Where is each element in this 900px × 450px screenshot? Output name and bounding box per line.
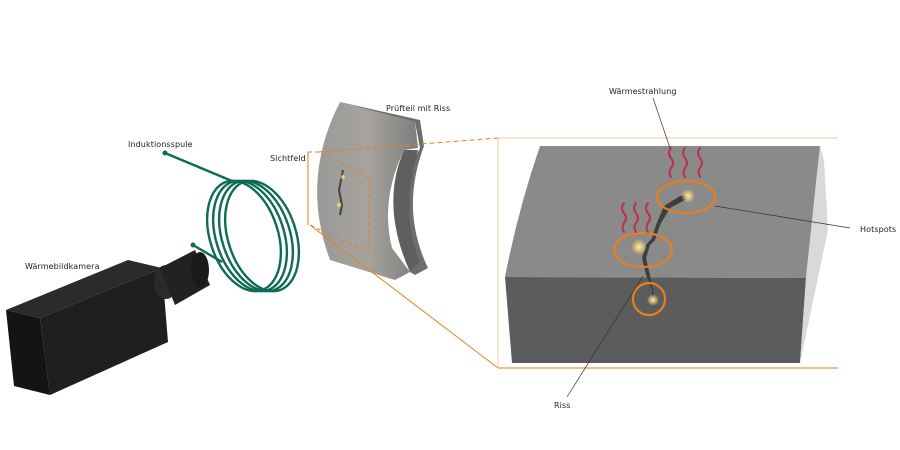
- camera-body-side: [40, 268, 168, 395]
- camera-body-top: [6, 260, 162, 318]
- leader-lines: [566, 97, 851, 398]
- hotspot-2: [612, 231, 674, 269]
- test-part: [317, 102, 428, 280]
- zoomed-block: [505, 146, 828, 363]
- thermal-camera: [6, 250, 210, 395]
- camera-body-front: [6, 310, 50, 395]
- heat-waves: [621, 147, 703, 233]
- label-heat-radiation: Wärmestrahlung: [609, 87, 677, 96]
- camera-lens-front: [191, 252, 209, 288]
- label-crack: Riss: [554, 401, 571, 410]
- label-induction-coil: Induktionsspule: [128, 140, 193, 149]
- label-hotspots: Hotspots: [860, 225, 897, 234]
- label-test-part: Prüfteil mit Riss: [386, 104, 451, 113]
- hotspot-markers: [612, 179, 717, 317]
- field-of-view-frame: [307, 137, 838, 369]
- hotspot-1: [655, 179, 717, 215]
- crack: [631, 189, 695, 308]
- hotspot-3: [631, 281, 667, 317]
- induction-coil: [162, 150, 301, 293]
- label-thermal-camera: Wärmebildkamera: [25, 262, 100, 271]
- label-field-of-view: Sichtfeld: [270, 154, 306, 163]
